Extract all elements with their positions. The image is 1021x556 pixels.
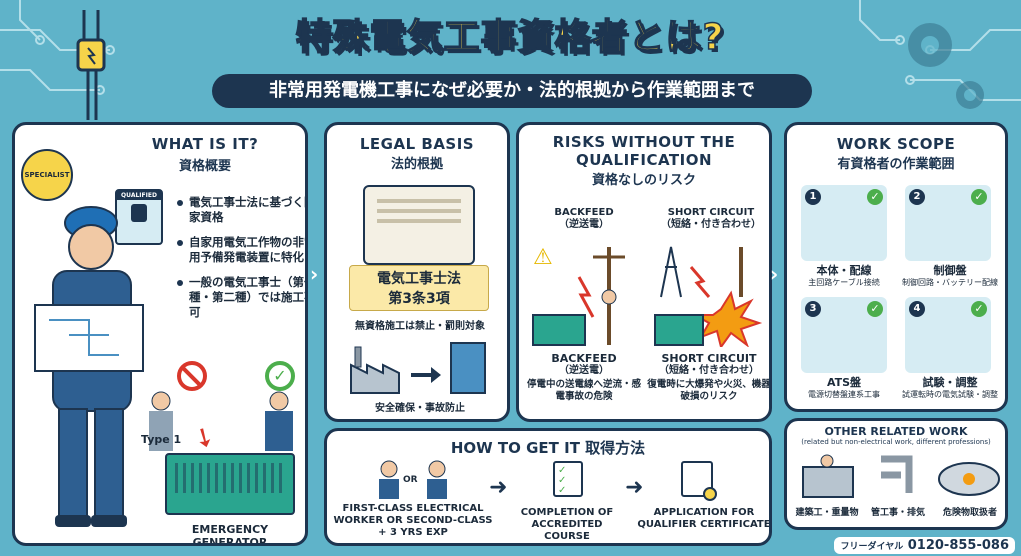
risks-subtitle: 資格なしのリスク [591,173,696,188]
what-bullets: 電気工事士法に基づく国家資格 自家用電気工作物の非常用予備発電装置に特化 一般の… [177,195,305,330]
how-to-card: HOW TO GET IT 取得方法 OR FIRST-CLASS ELECTR… [324,428,772,546]
or-label: OR [403,475,418,485]
work-scope-card: WORK SCOPE 有資格者の作業範囲 1✓ 本体・配線主回路ケーブル接続 2… [784,122,1008,412]
other-item-1: 建築工・重量物 [795,508,859,518]
specialist-badge: SPECIALIST [21,149,73,201]
workers-icon [379,460,447,499]
warning-icon: ⚠ [533,245,553,270]
bullet-item: 電気工事士法に基づく国家資格 [177,195,305,225]
scope-title: WORK SCOPE [836,135,956,153]
scope-tile-2: 2✓ [905,185,991,261]
risks-title: RISKS WITHOUT THE QUALIFICATION [552,133,736,169]
scope-tile-4: 4✓ [905,297,991,373]
scope-item-4: 試験・調整試運転時の電気試験・調整 [902,376,998,400]
howto-step-2: COMPLETION OF ACCREDITED COURSE [520,507,614,542]
freedial-label: フリーダイヤル [840,542,904,552]
bullet-item: 一般の電気工事士（第一種・第二種）では施工不可 [177,275,305,320]
id-card: QUALIFIED [115,189,163,245]
pylon-icon [76,10,106,120]
scope-tile-1: 1✓ [801,185,887,261]
what-is-it-card: WHAT IS IT? 資格概要 SPECIALIST QUALIFIED 電気… [12,122,308,546]
legal-note: 無資格施工は禁止・罰則対象 [355,321,485,332]
howto-title: HOW TO GET IT 取得方法 [450,439,646,457]
arrow-icon: ➜ [625,475,644,500]
workers-illustration [149,391,293,451]
scope-item-1: 本体・配線主回路ケーブル接続 [808,264,880,288]
backfeed-top-label: BACKFEED（逆送電） [554,207,614,230]
scope-subtitle: 有資格者の作業範囲 [837,157,955,172]
scroll-document-icon [363,185,475,265]
scope-item-2: 制御盤制御回路・バッテリー配線 [902,264,998,288]
generator-label: EMERGENCY GENERATOR [191,523,269,546]
phone-footer: フリーダイヤル 0120-855-086 [834,537,1015,554]
short-circuit-detail: SHORT CIRCUIT （短絡・付き合わせ） 復電時に大爆発や火災、機器破損… [647,352,771,403]
howto-step-3: APPLICATION FOR QUALIFIER CERTIFICATE [637,507,771,530]
other-work-card: OTHER RELATED WORK (related but non-elec… [784,418,1008,530]
law-article: 電気工事士法 第3条3項 [349,265,489,311]
gear-icon [908,23,984,109]
legal-footer: 安全確保・事故防止 [375,403,465,414]
short-circuit-top-label: SHORT CIRCUIT（短絡・付き合わせ） [661,207,761,230]
type-label: Type 1 [141,433,182,446]
other-item-2: 管工事・排気 [870,508,925,518]
certificate-icon [681,461,717,501]
other-title: OTHER RELATED WORK [824,425,968,438]
backfeed-detail: BACKFEED （逆送電） 停電中の送電線へ逆流・感電事故の危険 [526,352,641,403]
generator-icon [165,453,295,515]
flow-arrow: › [770,262,779,286]
risks-card: RISKS WITHOUT THE QUALIFICATION 資格なしのリスク… [516,122,772,422]
other-item-3: 危険物取扱者 [942,508,997,518]
other-note: (related but non-electrical work, differ… [801,438,991,446]
legal-title: LEGAL BASIS [359,135,475,153]
what-title: WHAT IS IT? [151,135,259,153]
backfeed-illustration [532,247,625,346]
flow-arrow: › [310,262,319,286]
checklist-icon: ✓✓✓ [553,461,583,497]
what-subtitle: 資格概要 [178,159,231,174]
short-circuit-illustration [654,246,763,347]
legal-basis-card: LEGAL BASIS 法的根拠 電気工事士法 第3条3項 無資格施工は禁止・罰… [324,122,510,422]
legal-subtitle: 法的根拠 [390,157,443,172]
bullet-item: 自家用電気工作物の非常用予備発電装置に特化 [177,235,305,265]
page-subtitle: 非常用発電機工事になぜ必要か・法的根拠から作業範囲まで [212,74,812,108]
factory-to-building-icon [350,342,486,394]
arrow-icon: ➜ [489,475,508,500]
scope-tile-3: 3✓ [801,297,887,373]
prohibited-icon [177,361,207,391]
check-icon: ✓ [265,361,295,391]
flow-arrow: › [500,262,509,286]
howto-step-1: FIRST-CLASS ELECTRICAL WORKER OR SECOND-… [333,503,493,538]
specialist-worker-illustration [34,206,144,527]
phone-number: 0120-855-086 [907,538,1009,553]
page-title: 特殊電気工事資格者とは? [295,16,725,59]
scope-item-3: ATS盤電源切替盤連系工事 [808,376,880,400]
other-icons [802,454,1000,498]
